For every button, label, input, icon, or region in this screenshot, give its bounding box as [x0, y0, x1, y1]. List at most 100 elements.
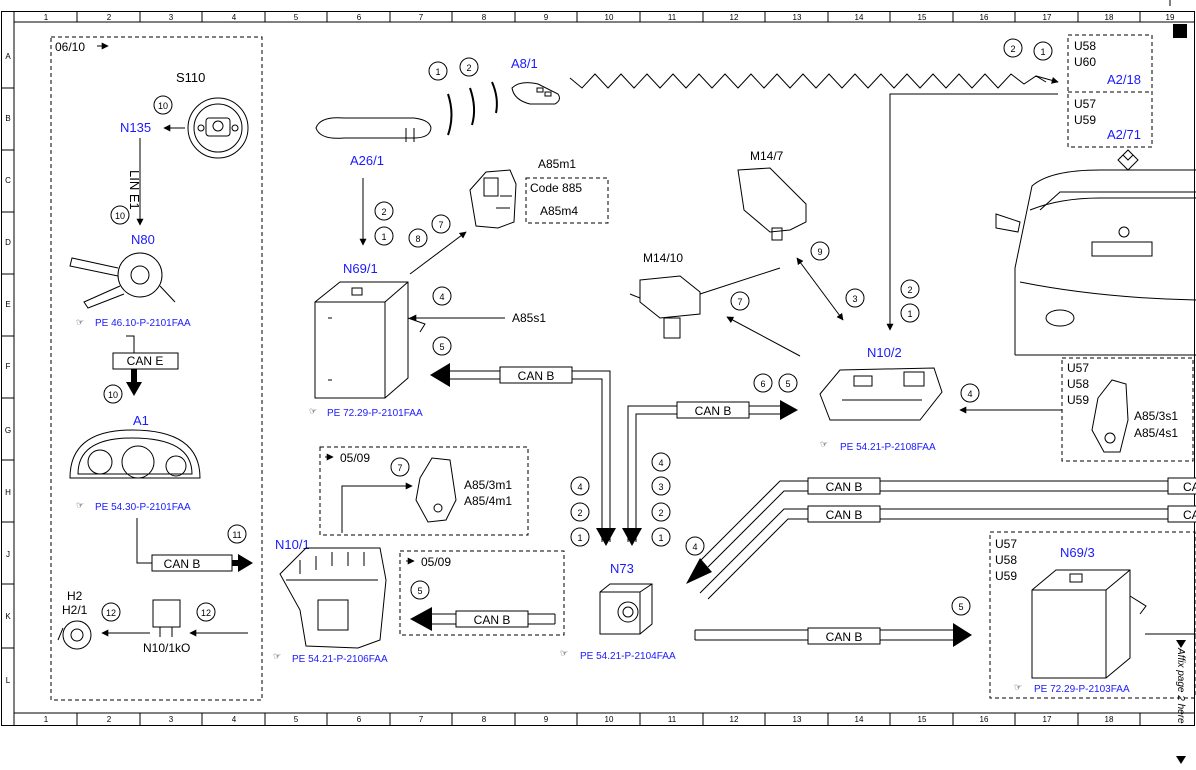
- col-label: 9: [544, 715, 549, 724]
- instrument-cluster-icon: [69, 429, 201, 479]
- step-number: 1: [907, 309, 912, 319]
- ref-pointer-icon: ☞: [76, 317, 84, 327]
- col-label: 8: [482, 13, 487, 22]
- code-885-box: [525, 177, 609, 224]
- label-n73: N73: [610, 561, 634, 576]
- steering-wheel-icon: [187, 97, 249, 159]
- step-number: 4: [967, 389, 972, 399]
- label-u57: U57: [995, 537, 1017, 551]
- lower-center-section: 05/09 7 A85/3m1 A85/4m1 N10/1 ☞ PE 54.21…: [273, 446, 565, 665]
- bus-can-b: CAN B: [826, 508, 863, 522]
- step-number: 4: [658, 458, 663, 468]
- step-number: 1: [435, 67, 440, 77]
- bus-can-b: CAN B: [518, 369, 555, 383]
- n69-3-section: U57 U58 U59 N69/3 ☞ PE 72.29-P-2103FAA: [989, 531, 1196, 699]
- col-label: 5: [294, 13, 299, 22]
- col-label: 4: [232, 715, 237, 724]
- step-number: 1: [577, 533, 582, 543]
- step-badge: [153, 95, 173, 115]
- col-label: 7: [419, 13, 424, 22]
- step-number: 2: [1010, 44, 1015, 54]
- label-n10-1: N10/1: [275, 537, 310, 552]
- tailgate-actuator-icon: [737, 167, 807, 241]
- bus-can-b: CAN B: [474, 613, 511, 627]
- n69-1-control-unit-icon: [314, 281, 426, 399]
- col-label: 6: [357, 715, 362, 724]
- step-number: 9: [817, 247, 822, 257]
- col-label: 10: [605, 715, 614, 724]
- bus-label-box: [1167, 505, 1196, 523]
- bus-label-box: [112, 352, 179, 370]
- n69-3-box: [989, 531, 1196, 699]
- fuel-filler-actuator-icon: [629, 267, 781, 339]
- door-handle-icon: [315, 117, 432, 142]
- bus-label-box: [807, 627, 881, 645]
- ref-n69-3: PE 72.29-P-2103FAA: [1034, 684, 1130, 695]
- label-u58: U58: [995, 553, 1017, 567]
- col-label: 18: [1105, 13, 1114, 22]
- label-a85-4s1: A85/4s1: [1134, 426, 1178, 440]
- ref-pointer-icon: ☞: [1014, 682, 1022, 692]
- label-a8-1: A8/1: [511, 56, 538, 71]
- grid-column-labels: 1 2 3 4 5 6 7 8 9 10 11 12 13 14 15 16 1…: [44, 13, 1175, 724]
- col-label: 8: [482, 715, 487, 724]
- col-label: 2: [107, 715, 112, 724]
- label-a26-1: A26/1: [350, 153, 384, 168]
- bus-can-b: CAN B: [826, 630, 863, 644]
- bus-can-e: CAN E: [127, 354, 164, 368]
- label-u59: U59: [995, 569, 1017, 583]
- row-label: E: [5, 300, 10, 309]
- row-label: J: [6, 550, 10, 559]
- col-label: 5: [294, 715, 299, 724]
- row-label: B: [5, 114, 10, 123]
- bus-can-b-partial: CA: [1183, 480, 1196, 494]
- door-lock-switch-icon: [1091, 379, 1129, 453]
- step-number: 1: [1040, 47, 1045, 57]
- col-label: 1: [44, 13, 49, 22]
- step-number: 3: [852, 294, 857, 304]
- label-u59: U59: [1067, 393, 1089, 407]
- label-u57: U57: [1067, 361, 1089, 375]
- col-label: 9: [544, 13, 549, 22]
- col-label: 15: [918, 715, 927, 724]
- col-label: 13: [793, 715, 802, 724]
- step-number: 7: [438, 220, 443, 230]
- bus-can-b: CAN B: [164, 557, 201, 571]
- label-h2: H2: [67, 589, 83, 603]
- label-a85-4m1: A85/4m1: [464, 494, 512, 508]
- step-number: 2: [381, 207, 386, 217]
- corner-marker: [1173, 24, 1187, 38]
- label-a1: A1: [133, 413, 149, 428]
- bus-can-b: CAN B: [695, 404, 732, 418]
- n69-3-control-unit-icon: [1031, 569, 1147, 679]
- bus-label-box: [455, 610, 529, 628]
- ref-n10-1: PE 54.21-P-2106FAA: [292, 654, 388, 665]
- label-u59: U59: [1074, 113, 1096, 127]
- keyless-section: 1 2 A8/1 2 1 A26/1 2 1 N69/1 8 7: [309, 34, 1196, 662]
- step-number: 5: [417, 586, 422, 596]
- ignition-lock-icon: [599, 583, 653, 635]
- col-label: 11: [668, 715, 677, 724]
- step-number: 4: [439, 292, 444, 302]
- step-number: 12: [106, 608, 116, 618]
- label-lin: LIN E1: [127, 170, 142, 210]
- ref-n80: PE 46.10-P-2101FAA: [95, 318, 191, 329]
- label-n10-1ko: N10/1kO: [143, 641, 190, 655]
- label-h2-1: H2/1: [62, 603, 88, 617]
- label-n10-2: N10/2: [867, 345, 902, 360]
- label-u58: U58: [1074, 39, 1096, 53]
- step-badge: [110, 205, 130, 225]
- bus-can-b: CAN B: [826, 480, 863, 494]
- col-label: 14: [855, 13, 864, 22]
- bus-label-box: [676, 401, 750, 419]
- fuse-relay-module-icon: [279, 547, 387, 649]
- date-tag: 06/10: [55, 40, 85, 54]
- label-n135: N135: [120, 120, 151, 135]
- step-badge: [227, 524, 247, 544]
- col-label: 3: [169, 13, 174, 22]
- door-lock-actuator-icon: [469, 169, 517, 229]
- label-a2-18: A2/18: [1107, 72, 1141, 87]
- label-u57: U57: [1074, 97, 1096, 111]
- label-a85-3m1: A85/3m1: [464, 478, 512, 492]
